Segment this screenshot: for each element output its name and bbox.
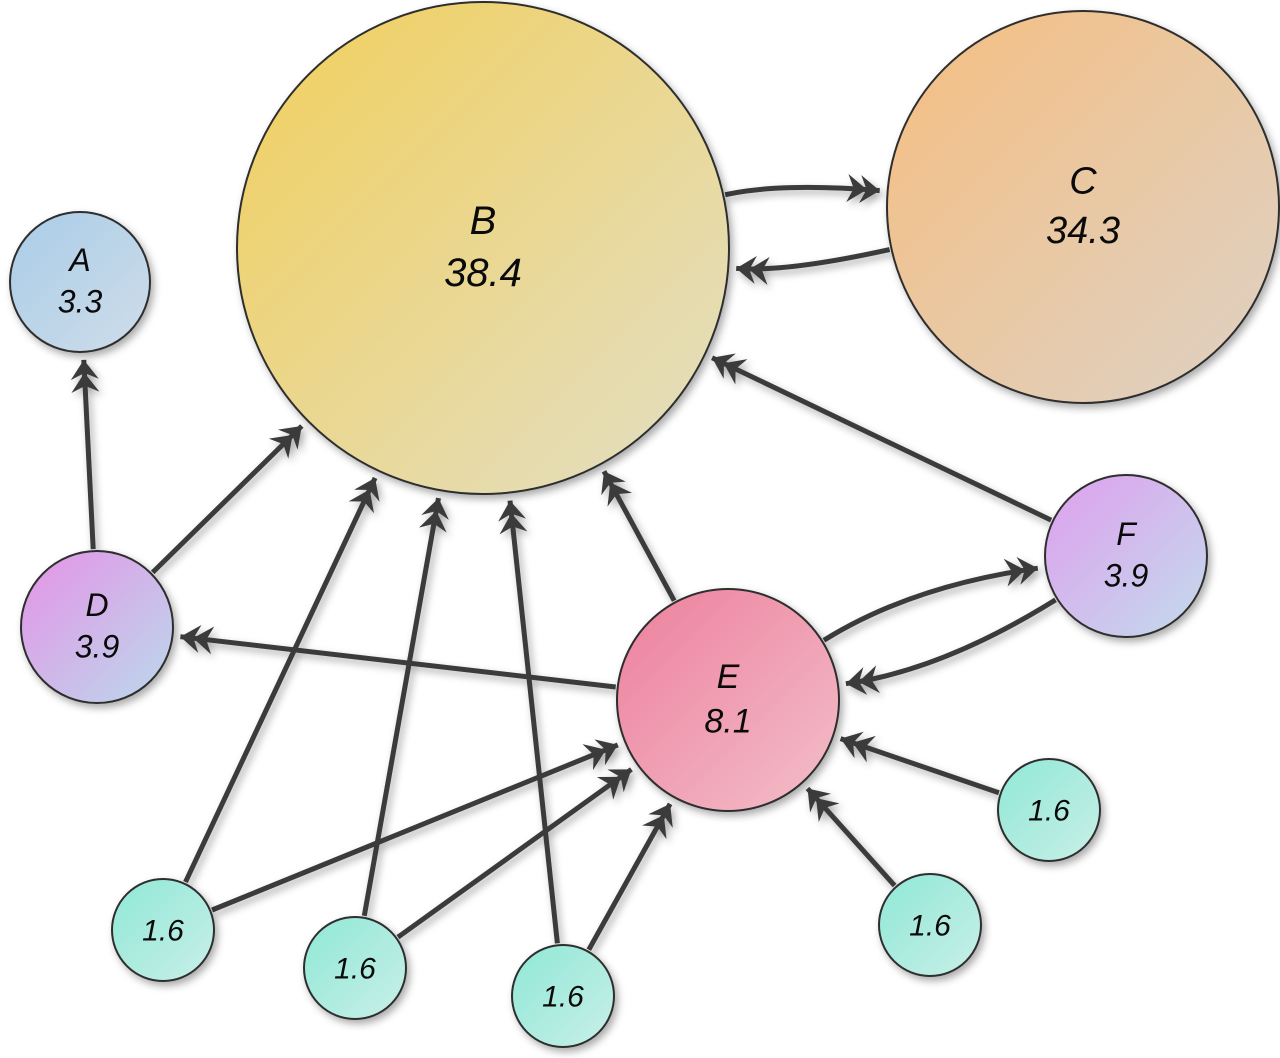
nodes-layer bbox=[9, 1, 1280, 1048]
node-S5-circle bbox=[997, 758, 1101, 862]
edge-C-to-B bbox=[736, 247, 891, 285]
node-S4-label: 1.6 bbox=[909, 910, 951, 943]
node-E-circle bbox=[616, 588, 840, 812]
edge-S5-to-E bbox=[839, 731, 1000, 796]
edge-D-to-A bbox=[70, 359, 100, 550]
edge-E-to-D bbox=[180, 625, 616, 690]
node-S3-label: 1.6 bbox=[542, 981, 584, 1014]
edge-F-to-B bbox=[711, 353, 1053, 523]
edge-S3-to-B bbox=[498, 500, 560, 944]
node-D-circle bbox=[20, 550, 174, 704]
edge-S2-to-B bbox=[361, 497, 449, 917]
edges-layer bbox=[70, 174, 1057, 951]
node-S2-circle bbox=[303, 916, 407, 1020]
node-S1-label: 1.6 bbox=[142, 915, 184, 948]
node-S4-circle bbox=[878, 873, 982, 977]
node-S2-label: 1.6 bbox=[334, 953, 376, 986]
node-F-circle bbox=[1044, 474, 1208, 638]
node-S3-circle bbox=[511, 944, 615, 1048]
node-A-circle bbox=[9, 211, 151, 353]
edge-D-to-B bbox=[150, 424, 304, 575]
edge-S1-to-B bbox=[183, 476, 380, 884]
edge-S4-to-E bbox=[805, 786, 897, 888]
edge-F-to-E bbox=[845, 597, 1057, 695]
node-B-circle bbox=[236, 1, 730, 495]
edge-E-to-B bbox=[601, 470, 677, 602]
node-C-circle bbox=[886, 10, 1280, 404]
node-S1-circle bbox=[111, 878, 215, 982]
edge-B-to-C bbox=[724, 174, 880, 203]
edge-S2-to-E bbox=[396, 767, 633, 940]
edge-S1-to-E bbox=[211, 739, 619, 913]
edge-S3-to-E bbox=[586, 802, 673, 951]
edge-E-to-F bbox=[822, 557, 1039, 643]
node-S5-label: 1.6 bbox=[1028, 795, 1070, 828]
